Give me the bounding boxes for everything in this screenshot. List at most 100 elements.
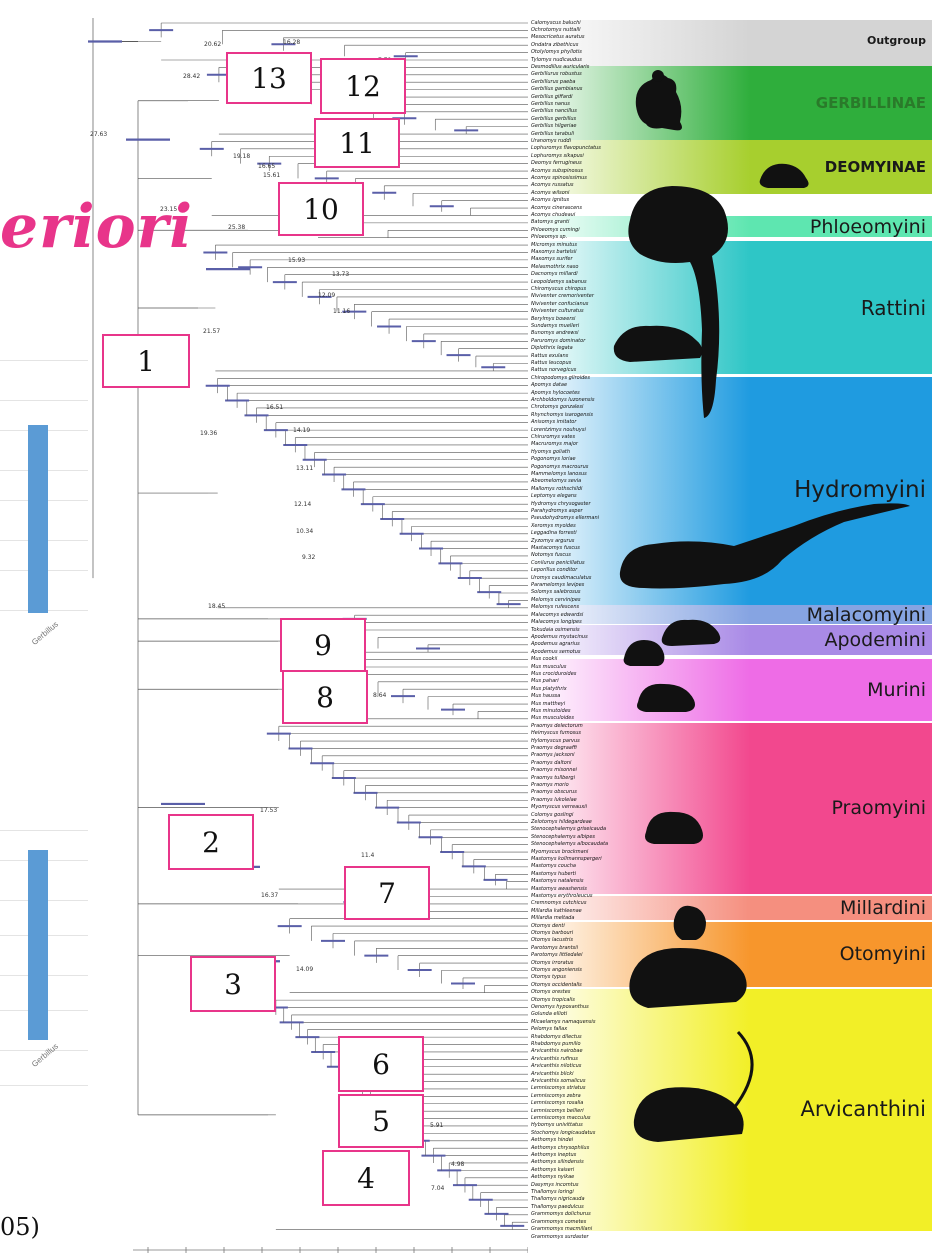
bar <box>28 850 48 1040</box>
taxon-label: Chiropodomys gliroides <box>531 376 590 381</box>
wood-mouse-silhouette-icon <box>620 632 670 677</box>
taxon-label: Mus mattheyi <box>531 702 565 707</box>
praomys-silhouette-icon <box>640 802 710 857</box>
node-age-label: 11.16 <box>333 308 350 315</box>
taxon-label: Melomys cervinipes <box>531 598 581 603</box>
taxon-label: Lemniscomys zebra <box>531 1094 581 1099</box>
taxon-label: Otomys typus <box>531 975 566 980</box>
node-number-box: 7 <box>344 866 430 920</box>
rat-silhouette-icon <box>610 314 710 379</box>
taxon-label: Otomys denti <box>531 924 565 929</box>
clade-band-outgroup: Outgroup <box>528 20 932 66</box>
taxon-label: Dacnomys millardi <box>531 272 578 277</box>
taxon-label: Mus cookii <box>531 657 557 662</box>
category-label: Gerbillus <box>30 620 60 647</box>
taxon-label: Apodemus mystacinus <box>531 635 588 640</box>
taxon-label: Mesocricetus auratus <box>531 35 584 40</box>
node-age-label: 11.4 <box>361 852 375 859</box>
taxon-label: Rhynchomys isarogensis <box>531 413 593 418</box>
taxon-label: Aethomys ineptus <box>531 1153 576 1158</box>
node-number-box: 5 <box>338 1094 424 1148</box>
node-number-box: 4 <box>322 1150 410 1206</box>
taxon-label: Colomys goslingi <box>531 813 573 818</box>
taxon-label: Mus minutoides <box>531 709 571 714</box>
taxon-label: Sundamys muelleri <box>531 324 579 329</box>
taxon-label: Otomys angoniensis <box>531 968 582 973</box>
node-age-label: 16.65 <box>258 163 275 170</box>
node-age-label: 4.98 <box>451 1161 465 1168</box>
taxon-label: Paruromys dominator <box>531 339 585 344</box>
headline-fragment: eriori <box>0 192 193 262</box>
taxon-label: Stenocephalemys albocaudata <box>531 842 608 847</box>
taxon-label: Micaelamys namaquensis <box>531 1020 595 1025</box>
taxon-label: Acomys cinerascens <box>531 206 582 211</box>
node-number-box: 6 <box>338 1036 424 1092</box>
taxon-label: Praomys morio <box>531 783 569 788</box>
taxon-label: Zyzomys argurus <box>531 539 574 544</box>
clade-label: Arvicanthini <box>800 1097 926 1121</box>
taxon-label: Otolylomys phyllotis <box>531 50 582 55</box>
node-age-label: 7.04 <box>431 1185 445 1192</box>
taxon-label: Niviventer confucianus <box>531 302 588 307</box>
taxon-label: Micromys minutus <box>531 243 577 248</box>
taxon-label: Lemniscomys bellieri <box>531 1109 584 1114</box>
taxon-label: Malacomys edwardsi <box>531 613 583 618</box>
taxon-label: Anisomys imitator <box>531 420 576 425</box>
taxon-label: Grammomys surdaster <box>531 1235 589 1240</box>
taxon-label: Aethomys chrysophilus <box>531 1146 589 1151</box>
taxon-label: Rattus norvegicus <box>531 368 576 373</box>
taxon-label: Calomyscus baluchi <box>531 21 581 26</box>
taxon-label: Solomys salebrosus <box>531 590 581 595</box>
taxon-label: Praomys delectorum <box>531 724 583 729</box>
taxon-label: Maxomys surifer <box>531 257 573 262</box>
taxon-label: Arvicanthis somalicus <box>531 1079 585 1084</box>
taxon-label: Rattus exulans <box>531 354 568 359</box>
taxon-label: Macruromys major <box>531 442 578 447</box>
clade-band-apodemini: Apodemini <box>528 625 932 655</box>
clade-label: Millardini <box>840 897 926 919</box>
taxon-label: Apodemus semotus <box>531 650 580 655</box>
taxon-label: Mastacomys fuscus <box>531 546 580 551</box>
taxon-label: Praomys lukolelae <box>531 798 577 803</box>
taxon-label: Otomys irroratus <box>531 961 573 966</box>
gridline <box>0 830 88 831</box>
taxon-label: Dasymys incomtus <box>531 1183 578 1188</box>
taxon-label: Heimyscus fumosus <box>531 731 581 736</box>
node-age-label: 12.09 <box>318 292 335 299</box>
taxon-label: Paramelomys levipes <box>531 583 584 588</box>
node-age-label: 18.45 <box>208 603 225 610</box>
node-age-label: 19.36 <box>200 430 217 437</box>
taxon-label: Stenocephalemys griseicauda <box>531 827 606 832</box>
taxon-label: Pseudohydromys ellermani <box>531 516 599 521</box>
water-rat-silhouette-icon <box>614 486 914 601</box>
taxon-label: Lophuromys sikapusi <box>531 154 584 159</box>
node-age-label: 5.91 <box>430 1122 444 1129</box>
taxon-label: Gerbillurus robustus <box>531 72 582 77</box>
taxon-label: Arvicanthis nairobae <box>531 1049 583 1054</box>
taxon-label: Tokudaia osimensis <box>531 628 580 633</box>
taxon-label: Lemniscomys macculus <box>531 1116 591 1121</box>
taxon-label: Mammelomys lanosus <box>531 472 587 477</box>
taxon-label: Melasmothrix naso <box>531 265 578 270</box>
taxon-label: Acomys spinosissimus <box>531 176 587 181</box>
taxon-label: Myomyscus verreauxii <box>531 805 587 810</box>
gerbil-silhouette-icon <box>626 66 706 141</box>
taxon-label: Tylomys nudicaudus <box>531 58 582 63</box>
taxon-label: Otomys occidentalis <box>531 983 582 988</box>
rat-silhouette-icon <box>620 180 740 425</box>
taxon-label: Praomys degraaffi <box>531 746 577 751</box>
taxon-label: Maxomys bartelsii <box>531 250 577 255</box>
node-number-box: 11 <box>314 118 400 168</box>
taxon-label: Aethomys silindensis <box>531 1160 584 1165</box>
taxon-label: Arvicanthis niloticus <box>531 1064 581 1069</box>
taxon-label: Mastomys coucha <box>531 864 576 869</box>
taxon-label: Mallomys rothschildi <box>531 487 582 492</box>
arvicanthis-silhouette-icon <box>628 1024 778 1179</box>
taxon-label: Gerbillurus paeba <box>531 80 576 85</box>
taxon-label: Apodemus agrarius <box>531 642 580 647</box>
taxon-label: Leopoldamys sabanus <box>531 280 587 285</box>
node-number-box: 2 <box>168 814 254 870</box>
taxon-label: Parotomys littledalei <box>531 953 583 958</box>
taxon-label: Praomys tullbergi <box>531 776 575 781</box>
